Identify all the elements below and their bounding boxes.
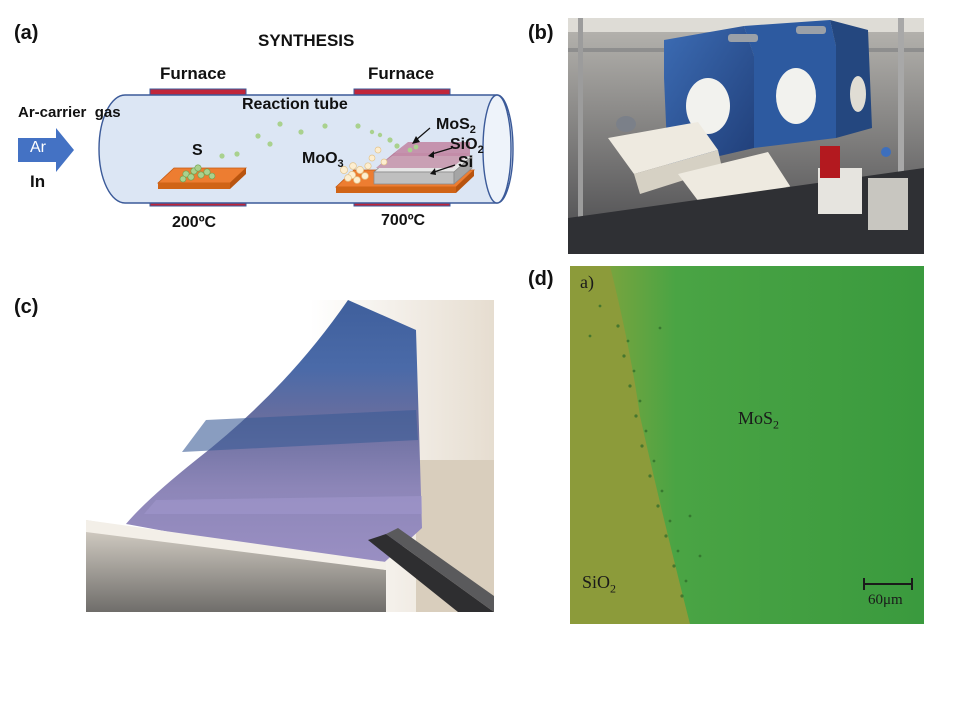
furnace-lab-photo-drawing (568, 18, 924, 254)
optical-micrograph: a) MoS2 SiO2 60μm (570, 266, 924, 624)
mos2-label-base: MoS (436, 116, 470, 133)
sio2-label-sub: 2 (477, 144, 484, 157)
sulfur-vapor-dots (219, 121, 419, 159)
sio2-label: SiO2 (450, 136, 484, 156)
furnace-bar-top-right (353, 88, 451, 96)
micrograph-drawing (570, 266, 924, 624)
wafer-photo (86, 300, 494, 612)
temp-left-label: 200ºC (172, 214, 217, 231)
panel-b-label: (b) (528, 22, 554, 44)
furnace-right-label: Furnace (368, 64, 435, 83)
sio2-region-sub: 2 (610, 581, 617, 596)
scale-bar-label: 60μm (868, 592, 903, 608)
panel-a: (a) SYNTHESIS (0, 0, 520, 250)
panel-a-label: (a) (14, 22, 39, 44)
synthesis-title: SYNTHESIS (258, 31, 355, 50)
scale-bar (863, 578, 913, 590)
sulfur-label: S (192, 142, 203, 159)
panel-d-label: (d) (528, 268, 554, 290)
mos2-label-sub: 2 (469, 124, 476, 137)
moo3-label-base: MoO (302, 150, 338, 167)
moo3-label-sub: 3 (337, 158, 344, 171)
furnace-bar-top-left (149, 88, 247, 96)
furnace-left-label: Furnace (160, 64, 227, 83)
furnace-lab-photo (568, 18, 924, 254)
mos2-label: MoS2 (436, 116, 476, 136)
sio2-label-base: SiO (450, 136, 478, 153)
wafer-photo-drawing (86, 300, 494, 612)
sulfur-particles (179, 164, 216, 183)
temp-right-label: 700ºC (381, 212, 426, 229)
sio2-region-label: SiO2 (582, 572, 616, 597)
tube-end (482, 94, 512, 204)
in-label: In (30, 172, 46, 191)
mos2-region-label: MoS2 (738, 408, 779, 433)
mos2-region-sub: 2 (773, 417, 780, 432)
carrier-gas-label: Ar-carrier gas (18, 104, 121, 121)
ar-arrow-text: Ar (30, 139, 46, 156)
moo3-particles (340, 146, 388, 184)
panel-c-label: (c) (14, 296, 39, 318)
micrograph-inner-label: a) (580, 272, 594, 292)
mos2-region-base: MoS (738, 408, 774, 428)
reaction-tube-label: Reaction tube (242, 96, 348, 113)
nucleation-dots (588, 304, 702, 598)
sio2-region-base: SiO (582, 572, 611, 592)
ar-arrow (18, 128, 74, 172)
mos2-layer (376, 153, 470, 168)
si-label: Si (458, 154, 474, 171)
moo3-label: MoO3 (302, 150, 344, 170)
reaction-diagram (18, 88, 514, 207)
s-plate-side (158, 183, 230, 189)
annotation-arrows (415, 127, 456, 173)
